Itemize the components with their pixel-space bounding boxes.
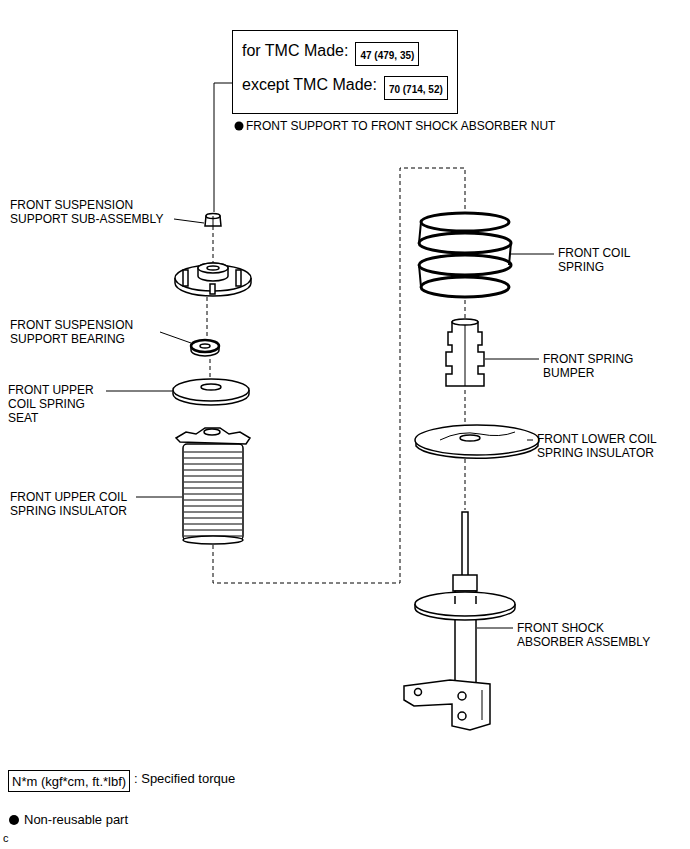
torque-value-box: 70 (714, 52) [384, 76, 448, 100]
part-name: FRONT SUSPENSION SUPPORT SUB-ASSEMBLY [10, 198, 175, 226]
support-bearing [191, 340, 219, 356]
upper-spring-seat [173, 379, 249, 405]
part-name: FRONT SUSPENSION SUPPORT BEARING [10, 318, 175, 346]
nut-label: FRONT SUPPORT TO FRONT SHOCK ABSORBER NU… [246, 119, 555, 133]
torque-leader [214, 83, 232, 212]
torque-box: for TMC Made: except TMC Made: 47 (479, 35… [232, 30, 458, 114]
coil-spring [419, 213, 511, 297]
spring-bumper [446, 319, 484, 386]
figure-code: c [3, 831, 9, 845]
leader-lines [106, 219, 554, 628]
part-name: FRONT UPPER COIL SPRING SEAT [8, 383, 108, 425]
part-name: FRONT LOWER COIL SPRING INSULATOR [537, 432, 687, 460]
torque-unit-box: N*m (kgf*cm, ft.*lbf) [8, 770, 130, 792]
legend-text: : Specified torque [134, 771, 235, 786]
torque-value: 47 (479, 35) [360, 50, 414, 61]
torque-condition: for TMC Made: [242, 41, 348, 61]
assembly-axis [207, 168, 465, 583]
upper-spring-insulator [176, 428, 250, 544]
torque-unit: N*m (kgf*cm, ft.*lbf) [12, 774, 126, 789]
part-name: FRONT UPPER COIL SPRING INSULATOR [10, 490, 160, 518]
non-reusable-dot [235, 122, 244, 131]
support-sub-assembly [175, 263, 251, 296]
part-name: FRONT COIL SPRING [558, 246, 658, 274]
legend-text: Non-reusable part [24, 812, 128, 827]
legend-dot [9, 815, 19, 825]
torque-value-box: 47 (479, 35) [355, 42, 419, 66]
nut-symbol [205, 214, 221, 227]
torque-value: 70 (714, 52) [389, 84, 443, 95]
part-name: FRONT SHOCK ABSORBER ASSEMBLY [517, 621, 662, 649]
lower-spring-insulator [415, 425, 539, 458]
torque-condition: except TMC Made: [242, 75, 377, 95]
shock-absorber [404, 512, 515, 730]
part-name: FRONT SPRING BUMPER [543, 352, 653, 380]
